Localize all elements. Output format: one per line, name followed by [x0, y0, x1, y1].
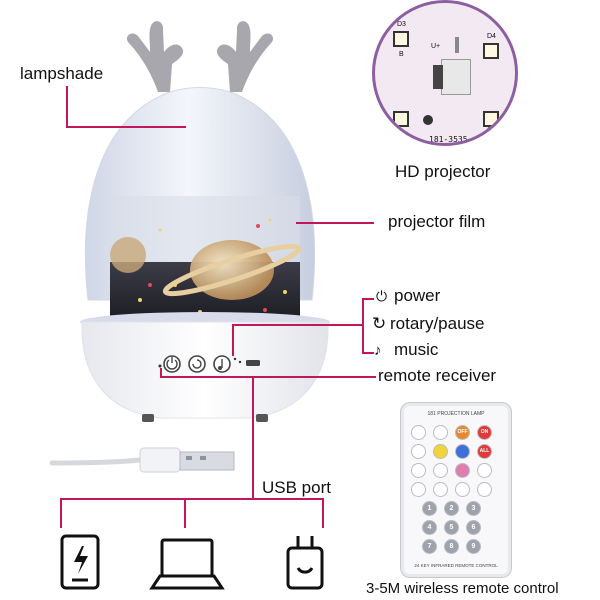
receiver-callout-line [160, 376, 376, 378]
remote-key-3-2[interactable] [455, 482, 470, 497]
remote-footer: 24 KEY INFRARED REMOTE CONTROL [414, 563, 498, 568]
film-callout-line [296, 222, 374, 224]
led-d3 [393, 31, 409, 47]
lampshade-callout-line-h [66, 126, 186, 128]
controls-callout-line-drop [232, 324, 234, 356]
usb-port-label: USB port [262, 478, 331, 497]
pcb-label-d5: D5 [377, 115, 386, 122]
remote-on-button[interactable]: ON [477, 425, 492, 440]
remote-receiver-label: remote receiver [378, 366, 497, 385]
power-label: power [394, 286, 441, 305]
lamp-rotary-button [188, 355, 206, 373]
lampshade-label: lampshade [20, 64, 104, 83]
lamp-usb-port [246, 360, 260, 366]
controls-callout-line-v [362, 298, 364, 354]
power-icon: ⏻ [376, 288, 388, 304]
remote-key-3-1[interactable] [433, 482, 448, 497]
power-adapter-icon [286, 536, 324, 590]
remote-key-1-1[interactable] [433, 444, 448, 459]
remote-title: 181 PROJECTION LAMP [427, 411, 485, 417]
remote-off-button[interactable]: OFF [455, 425, 470, 440]
led-d4 [483, 43, 499, 59]
hd-projector-label: HD projector [395, 162, 491, 181]
remote-key-2-1[interactable] [433, 463, 448, 478]
remote-key-0-0[interactable] [411, 425, 426, 440]
music-note-icon: ♪ [374, 342, 382, 359]
remote-key-5-1[interactable]: 5 [444, 520, 459, 535]
remote-key-1-2[interactable] [455, 444, 470, 459]
pcb-wires [433, 65, 443, 89]
receiver-callout-drop [160, 368, 162, 378]
antler-right [216, 21, 274, 92]
rotary-pause-label: rotary/pause [390, 314, 485, 333]
led-center [423, 115, 433, 125]
remote-key-1-0[interactable] [411, 444, 426, 459]
usb-branch-left [60, 498, 62, 528]
remote-key-5-2[interactable]: 6 [466, 520, 481, 535]
remote-key-3-0[interactable] [411, 482, 426, 497]
remote-key-4-0[interactable]: 1 [422, 501, 437, 516]
remote-key-4-1[interactable]: 2 [444, 501, 459, 516]
remote-key-2-0[interactable] [411, 463, 426, 478]
hd-projector-pcb: D3 D4 D5 D6 U+ B R G G 181-3535 [372, 0, 518, 146]
projector-film-label: projector film [388, 212, 486, 231]
pcb-label-g-left: G [399, 131, 405, 138]
lamp-base [80, 312, 330, 422]
remote-key-3-3[interactable] [477, 482, 492, 497]
led-d6 [483, 111, 499, 127]
projector-film-band [110, 196, 302, 324]
usb-callout-line-h [60, 498, 324, 500]
usb-cable [49, 447, 235, 473]
remote-key-0-1[interactable] [433, 425, 448, 440]
lamp-mic-dot [158, 364, 162, 368]
pcb-connector [441, 59, 471, 95]
antler-left [126, 21, 184, 92]
pcb-label-d4: D4 [487, 33, 496, 40]
pcb-label-vplus: U+ [431, 43, 441, 50]
remote-key-6-1[interactable]: 8 [444, 539, 459, 554]
controls-callout-line-top [362, 298, 374, 300]
remote-key-6-0[interactable]: 7 [422, 539, 437, 554]
pcb-label-g-right: G [487, 127, 493, 134]
remote-key-2-3[interactable] [477, 463, 492, 478]
rotate-icon: ↻ [372, 314, 387, 333]
remote-key-4-2[interactable]: 3 [466, 501, 481, 516]
tablet-charging-icon [60, 534, 100, 590]
led-d5 [393, 111, 409, 127]
remote-key-2-2[interactable] [455, 463, 470, 478]
usb-callout-line-v [252, 376, 254, 498]
pcb-fuse [455, 37, 459, 53]
music-label: music [394, 340, 439, 359]
usb-branch-mid [184, 498, 186, 528]
controls-callout-line-bottom [362, 352, 374, 354]
pcb-label-d3: D3 [397, 21, 406, 28]
lampshade-callout-line-v [66, 86, 68, 128]
usb-branch-right [322, 498, 324, 528]
pcb-model: 181-3535 [429, 135, 468, 144]
remote-all-button[interactable]: ALL [477, 444, 492, 459]
controls-callout-line-h [232, 324, 362, 326]
remote-key-5-0[interactable]: 4 [422, 520, 437, 535]
remote-key-6-2[interactable]: 9 [466, 539, 481, 554]
remote-caption: 3-5M wireless remote control [366, 580, 559, 597]
pcb-label-b: B [399, 51, 404, 58]
laptop-icon [149, 538, 225, 590]
